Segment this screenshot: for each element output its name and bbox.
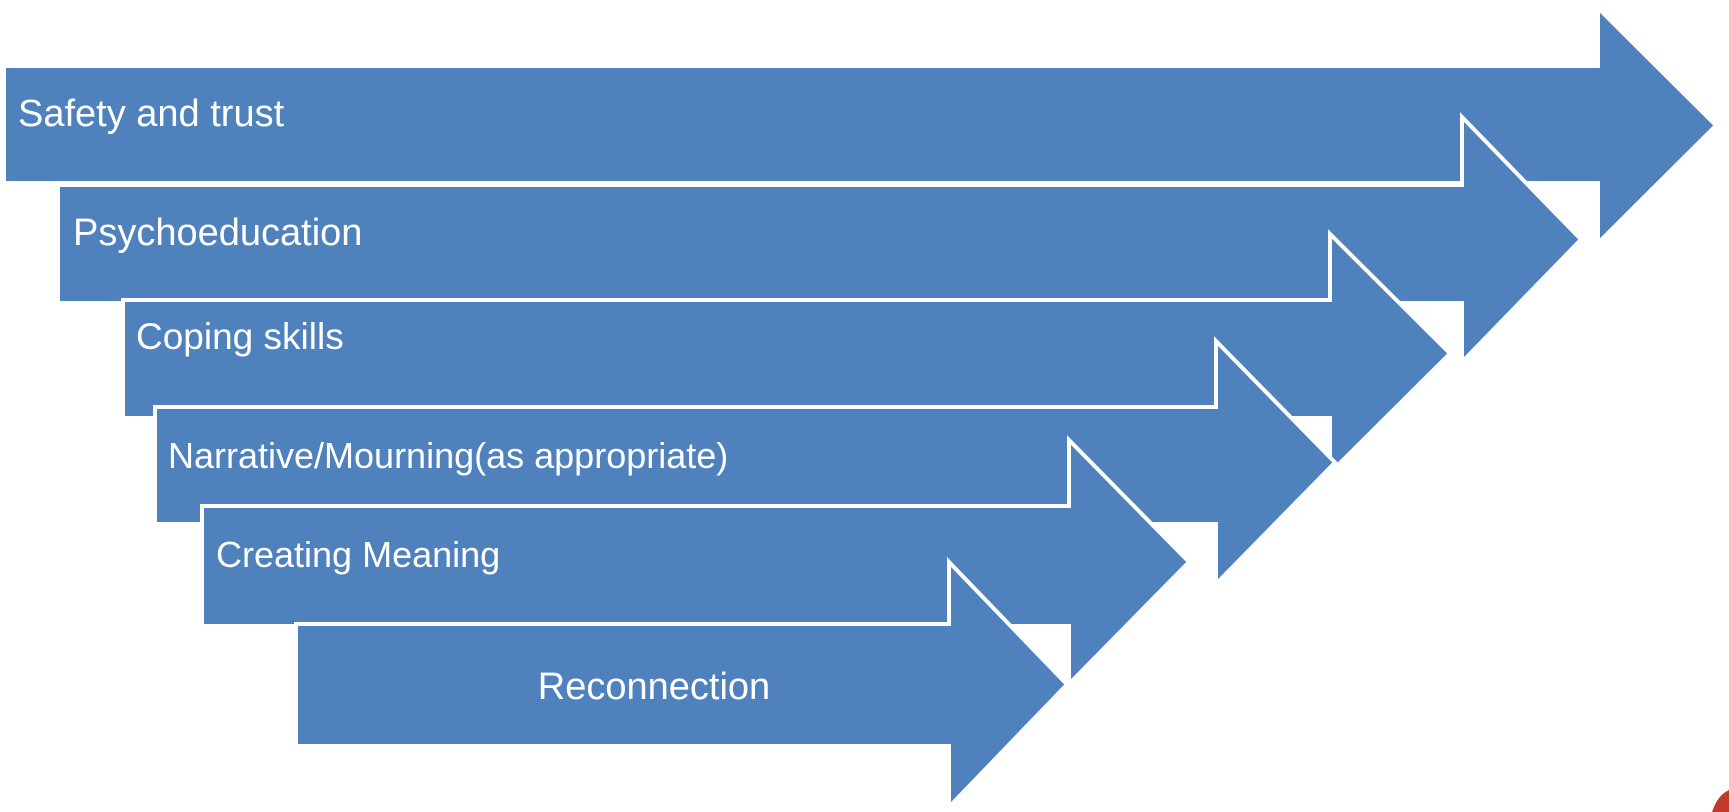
corner-swoosh-mark (1712, 790, 1729, 812)
stage-label: Safety and trust (18, 93, 285, 135)
stage-arrow: Reconnection (294, 557, 1070, 812)
stage-label: Creating Meaning (216, 534, 500, 575)
arrow-shape (294, 557, 1070, 812)
stage-label: Psychoeducation (73, 212, 362, 254)
stage-label: Coping skills (136, 316, 344, 357)
stage-label: Narrative/Mourning(as appropriate) (168, 435, 728, 476)
stage-label: Reconnection (538, 666, 770, 708)
